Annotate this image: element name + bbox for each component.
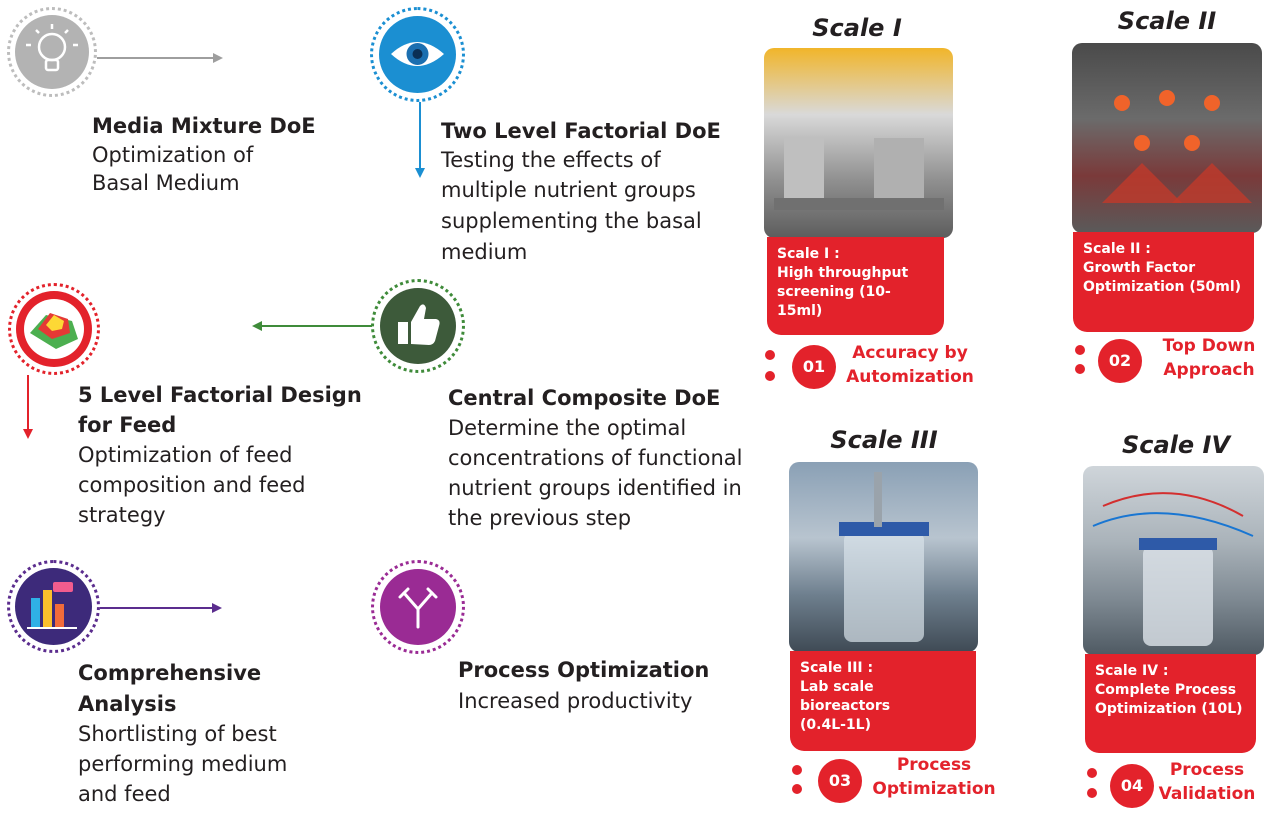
scale2-box-line2: Growth Factor: [1083, 260, 1196, 276]
scale1-box-line2: High throughput: [777, 265, 909, 281]
step2-title: Two Level Factorial DoE: [441, 119, 721, 143]
step5-icon-disc: [15, 568, 92, 645]
scale3-number-badge: 03: [818, 759, 862, 803]
scale3-heading: Scale III: [830, 426, 938, 454]
bioreactor-vessel-icon: [839, 472, 929, 642]
step3-desc-line1: Optimization of feed: [78, 443, 293, 467]
arrow-step1: [97, 53, 223, 63]
step4-title: Central Composite DoE: [448, 386, 721, 410]
scale3-label-box: Scale III : Lab scale bioreactors (0.4L-…: [790, 651, 976, 751]
scale2-number-badge: 02: [1098, 339, 1142, 383]
step4-desc-line1: Determine the optimal: [448, 416, 687, 440]
step1-icon-disc: [15, 15, 89, 89]
tubes-rack-icon: [774, 138, 944, 210]
step6-title: Process Optimization: [458, 658, 710, 682]
scale2-label-box: Scale II : Growth Factor Optimization (5…: [1073, 232, 1254, 332]
scale1-heading: Scale I: [812, 14, 902, 42]
step5-desc-line1: Shortlisting of best: [78, 722, 277, 746]
scale2-badge-label-line1: Top Down: [1162, 336, 1256, 356]
scale4-label-box: Scale IV : Complete Process Optimization…: [1085, 654, 1256, 753]
antibody-icon: [398, 587, 438, 629]
scale3-dot-bottom: [792, 784, 802, 794]
scale4-photo: [1083, 466, 1264, 655]
scale4-badge-label-line2: Validation: [1158, 784, 1256, 804]
scale3-box-line3: (0.4L-1L): [800, 717, 871, 733]
step1-icon-ring: [7, 7, 97, 97]
scale3-dot-top: [792, 765, 802, 775]
step6-icon-ring: [371, 560, 465, 654]
scale4-number-badge: 04: [1110, 764, 1154, 808]
scale1-box-line1: Scale I :: [777, 246, 840, 262]
step3-title-line1: 5 Level Factorial Design: [78, 383, 362, 407]
scale3-badge-label-line2: Optimization: [872, 779, 996, 799]
scale2-box-line1: Scale II :: [1083, 241, 1151, 257]
scale2-box-line3: Optimization (50ml): [1083, 279, 1242, 295]
scale3-badge-label-line1: Process: [896, 755, 972, 775]
step5-desc-line3: and feed: [78, 782, 171, 806]
step2-desc-line1: Testing the effects of: [441, 148, 661, 172]
scale1-dot-top: [765, 350, 775, 360]
step4-icon-disc: [380, 288, 456, 364]
step3-icon-ring: [8, 283, 100, 375]
scale2-badge-label-line2: Approach: [1163, 360, 1255, 380]
scale1-photo: [764, 48, 953, 238]
scale4-box-line1: Scale IV :: [1095, 663, 1169, 679]
scale3-box-line2: Lab scale bioreactors: [800, 679, 891, 714]
step5-desc-line2: performing medium: [78, 752, 288, 776]
scale4-dot-top: [1087, 768, 1097, 778]
step1-desc-line2: Basal Medium: [92, 171, 240, 195]
scale3-photo: [789, 462, 978, 652]
step1-title: Media Mixture DoE: [92, 114, 316, 138]
scale4-box-line3: Optimization (10L): [1095, 701, 1243, 717]
step2-desc-line3: supplementing the basal: [441, 209, 702, 233]
scale4-badge-label-line1: Process: [1169, 760, 1245, 780]
step4-desc-line3: nutrient groups identified in: [448, 476, 742, 500]
step2-icon-ring: [370, 7, 465, 102]
scale4-dot-bottom: [1087, 788, 1097, 798]
scale1-badge-label-line2: Automization: [846, 367, 974, 387]
step3-desc-line3: strategy: [78, 503, 166, 527]
step3-icon-disc: [16, 291, 92, 367]
scale4-box-line2: Complete Process: [1095, 682, 1237, 698]
step2-desc-line4: medium: [441, 240, 528, 264]
arrow-step5: [100, 603, 222, 613]
step5-title-line1: Comprehensive: [78, 661, 262, 685]
step2-icon-disc: [379, 16, 456, 93]
scale2-dot-bottom: [1075, 364, 1085, 374]
step5-icon-ring: [7, 560, 100, 653]
surface-plot-icon: [24, 299, 84, 359]
scale1-box-line3: screening (10-15ml): [777, 284, 891, 319]
scale1-dot-bottom: [765, 371, 775, 381]
scale3-box-line1: Scale III :: [800, 660, 874, 676]
step1-desc-line1: Optimization of: [92, 143, 254, 167]
scale2-dot-top: [1075, 345, 1085, 355]
step4-icon-ring: [371, 279, 465, 373]
scale4-heading: Scale IV: [1121, 431, 1231, 459]
step4-desc-line2: concentrations of functional: [448, 446, 743, 470]
flasks-shaker-icon: [1102, 90, 1252, 203]
eye-icon: [391, 42, 444, 66]
step5-title-line2: Analysis: [78, 692, 177, 716]
step6-icon-disc: [380, 569, 456, 645]
step2-desc-line2: multiple nutrient groups: [441, 178, 696, 202]
arrow-step2: [415, 102, 425, 178]
arrow-step3: [23, 375, 33, 439]
process-bioreactor-icon: [1092, 492, 1254, 646]
scale1-label-box: Scale I : High throughput screening (10-…: [767, 237, 944, 335]
scale1-badge-label-line1: Accuracy by: [852, 343, 968, 363]
scale1-number-badge: 01: [792, 345, 836, 389]
scale2-heading: Scale II: [1117, 7, 1217, 35]
lightbulb-icon: [26, 24, 78, 72]
bar-chart-icon: [27, 582, 77, 629]
arrow-step4: [252, 321, 372, 331]
step4-desc-line4: the previous step: [448, 506, 632, 530]
thumbs-up-icon: [398, 304, 440, 345]
step6-desc-line1: Increased productivity: [458, 689, 693, 713]
scale2-photo: [1072, 43, 1262, 233]
step3-title-line2: for Feed: [78, 413, 177, 437]
step3-desc-line2: composition and feed: [78, 473, 306, 497]
